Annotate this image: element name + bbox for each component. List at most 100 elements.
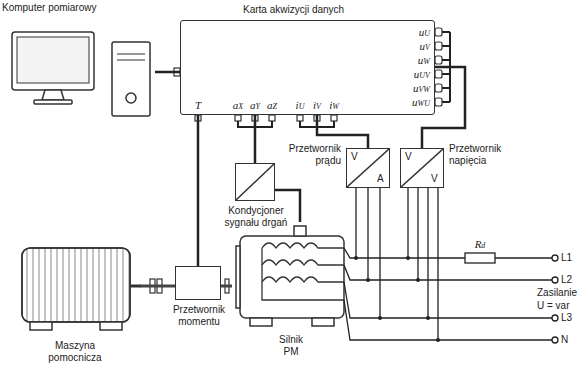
transducer-symbol: V [351, 151, 358, 163]
supply-wires [356, 188, 380, 318]
computer-drawing [117, 54, 145, 55]
computer-drawing [12, 32, 150, 116]
current-transducer-box: Przetwornik prąduVA [346, 148, 390, 188]
junction-dots [436, 338, 440, 342]
card-connectors [435, 98, 442, 106]
pm-motor-drawing [250, 318, 272, 326]
pm-motor-drawing [312, 318, 334, 326]
pm-motor-node: Silnik PM [232, 222, 350, 330]
auxiliary-machine-drawing [100, 322, 122, 330]
transducer-symbol: V [431, 173, 438, 185]
computer-drawing [34, 100, 72, 104]
terminal-circles [552, 315, 558, 321]
resistor-label: Rd [475, 238, 486, 252]
card-connectors [331, 115, 337, 121]
pm-motor-drawing [262, 277, 344, 282]
phase-label: L1 [561, 252, 572, 264]
junction-dots [354, 256, 358, 260]
node-label: Kondycjoner sygnału drgań [214, 205, 298, 229]
auxiliary-machine-drawing [22, 248, 141, 330]
supply-wires [344, 300, 552, 340]
neutral-label: N [561, 334, 568, 346]
pm-motor-drawing [240, 236, 344, 318]
torque-transducer-box: Przetwornik momentu [175, 266, 221, 300]
terminal-circles [552, 255, 558, 261]
voltage-transducer-box: Przetwornik napięciaVV [400, 148, 444, 188]
transducer-symbol: V [405, 151, 412, 163]
supply-wires [344, 188, 552, 340]
node-label: Przetwornik napięcia [449, 143, 513, 167]
pin-label: aZ [267, 99, 277, 113]
pin-label: uV [420, 40, 430, 54]
computer-node: Komputer pomiarowy [5, 18, 155, 118]
pm-motor-drawing [294, 226, 306, 236]
node-label: Przetwornik momentu [159, 304, 239, 328]
pin-label: uU [419, 26, 430, 40]
computer-drawing [126, 93, 136, 103]
computer-drawing [42, 90, 64, 100]
pin-label: aY [250, 99, 260, 113]
diagonal-line [236, 164, 274, 200]
supply-label: Zasilanie [537, 287, 577, 299]
supply-label: U = var [537, 300, 570, 312]
phase-label: L2 [561, 274, 572, 286]
pin-label: uUV [414, 68, 430, 82]
diagonal-line [401, 149, 443, 187]
daq-card-box: Karta akwizycji danych [180, 20, 435, 115]
card-connectors [435, 42, 442, 50]
card-connectors [269, 115, 275, 121]
auxiliary-machine-drawing [130, 285, 141, 288]
terminal-circles [552, 337, 558, 343]
supply-wires [344, 265, 552, 280]
signal-cable [197, 115, 200, 266]
card-connectors [435, 56, 442, 64]
computer-drawing [112, 42, 150, 116]
pm-motor-drawing [262, 248, 344, 300]
junction-dots [426, 316, 430, 320]
shaft-line [221, 285, 232, 288]
pin-label: uVW [413, 82, 430, 96]
node-label: Komputer pomiarowy [2, 2, 96, 14]
node-label: Karta akwizycji danych [243, 4, 344, 16]
computer-drawing [12, 32, 94, 90]
terminal-circles [552, 255, 558, 343]
pin-label: iW [329, 99, 339, 113]
supply-wires [344, 282, 552, 318]
auxiliary-machine-drawing [22, 248, 130, 322]
auxiliary-machine-node: Maszyna pomocnicza [10, 236, 140, 336]
resistor-symbol [465, 253, 495, 263]
signal-conditioner-box: Kondycjoner sygnału drgań [235, 163, 275, 201]
junction-dots [416, 278, 420, 282]
pin-label: iU [296, 99, 305, 113]
junction-dots [378, 316, 382, 320]
signal-cable [155, 71, 180, 74]
card-connectors [435, 70, 442, 78]
phase-label: L3 [561, 312, 572, 324]
terminal-circles [552, 277, 558, 283]
shaft-line [140, 285, 175, 288]
pin-label: uWU [412, 96, 430, 110]
pin-label: aX [233, 99, 243, 113]
signal-cable [254, 115, 257, 163]
card-connectors [435, 84, 442, 92]
pm-motor-drawing [262, 243, 344, 248]
diagonal-line [347, 149, 389, 187]
auxiliary-machine-drawing [22, 248, 130, 322]
computer-drawing [117, 60, 145, 61]
pin-label: T [195, 99, 201, 111]
auxiliary-machine-drawing [30, 322, 52, 330]
supply-wires [344, 248, 552, 258]
pm-motor-drawing [236, 226, 344, 326]
pm-motor-drawing [262, 260, 344, 265]
junction-dots [366, 278, 370, 282]
resistor-symbol [465, 253, 495, 263]
junction-dots [354, 256, 440, 342]
card-connectors [435, 28, 442, 36]
card-connectors [235, 115, 241, 121]
pm-motor-drawing [262, 243, 344, 300]
pin-label: uW [418, 54, 430, 68]
transducer-diagonal [236, 164, 274, 200]
transducer-symbol: A [377, 173, 384, 185]
node-label: Przetwornik prądu [277, 143, 341, 167]
pm-motor-drawing [236, 246, 240, 308]
